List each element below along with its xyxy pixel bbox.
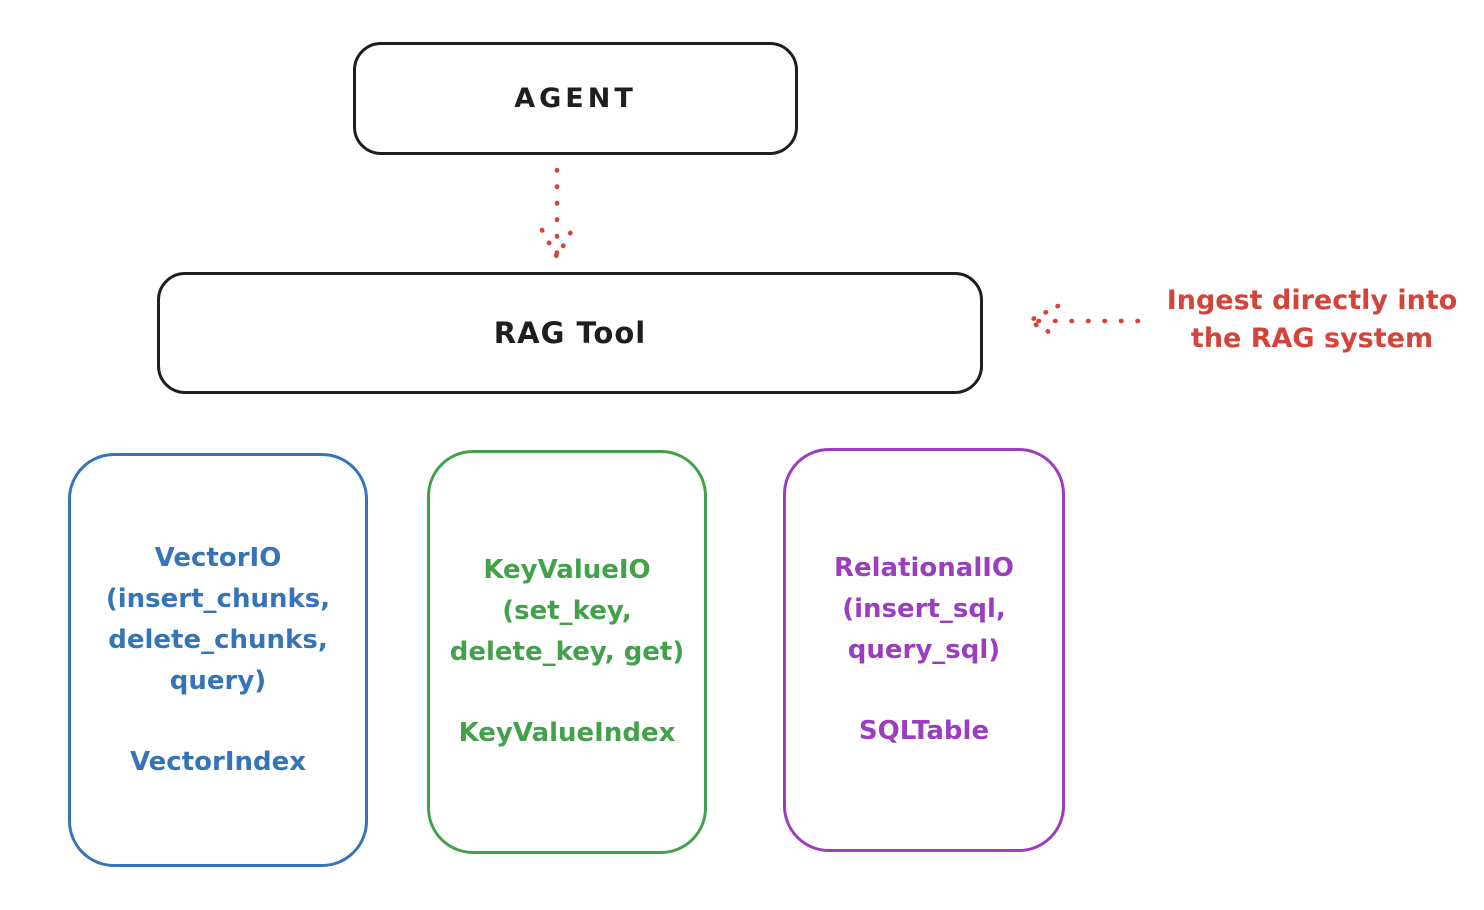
agent-to-rag-arrow-icon: [539, 167, 575, 262]
card-line: VectorIO: [154, 542, 282, 573]
relational-io-card-text: RelationalIO (insert_sql, query_sql) SQL…: [834, 548, 1014, 752]
card-line: query): [169, 665, 267, 696]
card-line: (insert_chunks,: [105, 583, 331, 614]
card-line: (set_key,: [502, 596, 632, 626]
ingest-annotation-line-1: Ingest directly into: [1166, 285, 1458, 316]
card-line: query_sql): [847, 635, 1001, 665]
annotation-to-rag-arrow-icon: [1024, 303, 1141, 340]
vector-io-card: VectorIO (insert_chunks, delete_chunks, …: [68, 453, 368, 867]
vector-io-card-text: VectorIO (insert_chunks, delete_chunks, …: [106, 538, 330, 783]
ingest-annotation-line-2: the RAG system: [1190, 323, 1434, 354]
sql-table-label: SQLTable: [858, 716, 990, 746]
agent-box: AGENT: [353, 42, 798, 155]
ingest-annotation: Ingest directly into the RAG system: [1140, 282, 1484, 358]
keyvalue-index-label: KeyValueIndex: [458, 718, 676, 748]
rag-tool-box-label: RAG Tool: [493, 316, 647, 350]
keyvalue-io-card-text: KeyValueIO (set_key, delete_key, get) Ke…: [450, 550, 685, 754]
relational-io-card: RelationalIO (insert_sql, query_sql) SQL…: [783, 448, 1065, 852]
card-line: (insert_sql,: [842, 594, 1006, 624]
card-line: delete_chunks,: [108, 624, 328, 655]
card-line: KeyValueIO: [483, 555, 651, 585]
agent-box-label: AGENT: [514, 83, 637, 114]
vector-index-label: VectorIndex: [129, 746, 307, 777]
card-line: delete_key, get): [449, 637, 685, 667]
rag-tool-box: RAG Tool: [157, 272, 983, 394]
keyvalue-io-card: KeyValueIO (set_key, delete_key, get) Ke…: [427, 450, 707, 854]
card-line: RelationalIO: [833, 553, 1015, 583]
